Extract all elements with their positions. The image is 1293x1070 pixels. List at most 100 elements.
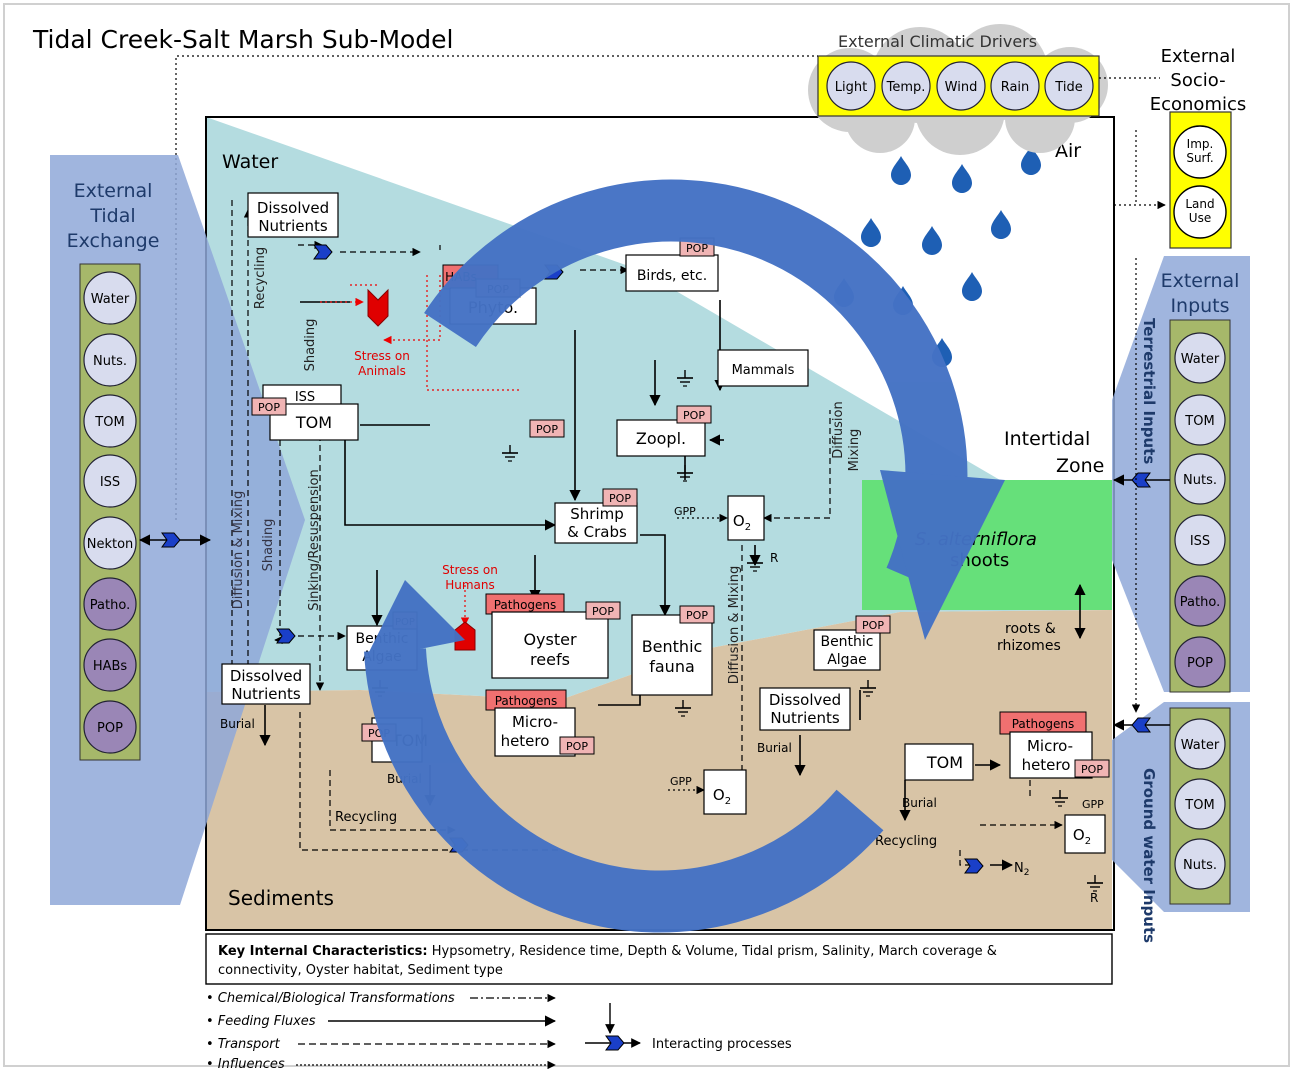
svg-text:Key Internal Characteristics:: Key Internal Characteristics: Hypsometry…	[218, 944, 997, 959]
svg-text:reefs: reefs	[530, 650, 570, 669]
terrestrial-item-patho: Patho.	[1174, 575, 1226, 627]
pop-tag-benthic-right: POP	[855, 615, 891, 634]
diffusion-mixing-label-left: Diffusion & Mixing	[231, 491, 246, 609]
box-mammals: Mammals	[717, 349, 809, 387]
svg-text:Nuts.: Nuts.	[93, 354, 127, 369]
svg-text:HABs: HABs	[93, 659, 128, 674]
box-shrimp-crabs: Shrimp & Crabs	[554, 502, 638, 544]
svg-text:O2: O2	[733, 512, 751, 533]
svg-text:POP: POP	[566, 740, 588, 753]
tidal-item-nuts: Nuts.	[83, 333, 137, 387]
svg-text:POP: POP	[592, 605, 614, 618]
stress-on-animals-label-2: Animals	[358, 364, 406, 378]
svg-text:Pathogens: Pathogens	[1012, 717, 1075, 731]
svg-text:Oyster: Oyster	[523, 630, 577, 649]
svg-text:TOM: TOM	[926, 753, 963, 772]
svg-text:Wind: Wind	[945, 80, 978, 95]
svg-text:Birds, etc.: Birds, etc.	[637, 268, 707, 284]
svg-text:Nekton: Nekton	[87, 537, 134, 552]
stress-on-animals-icon	[367, 288, 389, 327]
svg-text:Land: Land	[1185, 197, 1214, 211]
climatic-driver-light: Light	[826, 61, 876, 111]
svg-text:External: External	[1161, 46, 1236, 67]
svg-text:connectivity, Oyster habitat,: connectivity, Oyster habitat, Sediment t…	[218, 963, 503, 978]
ground-item-nuts: Nuts.	[1174, 838, 1226, 890]
pop-tag-shrimp: POP	[602, 488, 638, 507]
svg-text:Dissolved: Dissolved	[257, 199, 329, 217]
roots-label-1: roots &	[1005, 621, 1056, 637]
svg-text:hetero: hetero	[1022, 756, 1071, 774]
sinking-resuspension-label: Sinking/Resuspension	[307, 469, 322, 610]
mixing-label-right: Mixing	[847, 429, 862, 472]
box-dissolved-nutrients-water: Dissolved Nutrients	[247, 192, 339, 238]
svg-text:POP: POP	[609, 492, 631, 505]
svg-text:& Crabs: & Crabs	[567, 523, 627, 541]
svg-text:Tide: Tide	[1054, 80, 1082, 95]
box-benthic-algae-right: Benthic Algae	[813, 629, 881, 671]
climatic-driver-tide: Tide	[1044, 61, 1094, 111]
pop-tag-mid: POP	[529, 419, 565, 438]
diagram-title: Tidal Creek-Salt Marsh Sub-Model	[32, 25, 454, 54]
pop-tag-tom-water: POP	[251, 397, 287, 416]
burial-label-3: Burial	[757, 741, 792, 755]
pop-tag-oyster: POP	[585, 601, 621, 620]
tidal-item-iss: ISS	[83, 454, 137, 508]
svg-text:Water: Water	[1181, 738, 1220, 753]
svg-text:External: External	[1161, 270, 1240, 292]
svg-text:Nuts.: Nuts.	[1183, 858, 1217, 873]
legend-item-feeding: • Feeding Fluxes	[206, 1014, 316, 1029]
svg-text:Patho.: Patho.	[1180, 595, 1220, 610]
tidal-item-patho: Patho.	[83, 577, 137, 631]
svg-text:Benthic: Benthic	[820, 634, 873, 650]
legend: • Chemical/Biological Transformations • …	[206, 991, 792, 1070]
svg-text:POP: POP	[683, 409, 705, 422]
svg-text:fauna: fauna	[649, 657, 695, 676]
tidal-item-nekton: Nekton	[83, 516, 137, 570]
diffusion-label-right: Diffusion	[831, 401, 846, 458]
climatic-driver-wind: Wind	[936, 61, 986, 111]
climatic-driver-rain: Rain	[990, 61, 1040, 111]
recycling-label-1: Recycling	[335, 810, 397, 825]
terrestrial-item-pop: POP	[1174, 636, 1226, 688]
svg-text:POP: POP	[97, 721, 123, 736]
shading-label-lower: Shading	[261, 519, 276, 572]
stress-on-humans-label-2: Humans	[445, 578, 495, 592]
svg-text:Patho.: Patho.	[90, 598, 130, 613]
box-pathogens-micro-right: Pathogens	[999, 711, 1087, 735]
svg-text:POP: POP	[686, 609, 708, 622]
svg-text:POP: POP	[1081, 763, 1103, 776]
climatic-drivers-header: External Climatic Drivers	[838, 32, 1037, 51]
recycling-label-2: Recycling	[875, 834, 937, 849]
svg-text:Water: Water	[1181, 352, 1220, 367]
tidal-item-tom: TOM	[83, 394, 137, 448]
svg-text:Micro-: Micro-	[1027, 737, 1073, 755]
terrestrial-item-water: Water	[1174, 332, 1226, 384]
zone-label-water: Water	[222, 151, 278, 173]
gpp-label-2: GPP	[670, 775, 692, 788]
stress-on-animals-label-1: Stress on	[354, 349, 410, 363]
n2-label: N2	[1014, 861, 1029, 878]
legend-item-transport: • Transport	[206, 1037, 281, 1052]
box-o2-sediment-right: O2	[1064, 814, 1106, 854]
svg-text:POP: POP	[536, 423, 558, 436]
pop-tag-zoopl: POP	[676, 405, 712, 424]
svg-text:Benthic: Benthic	[642, 637, 703, 656]
ground-item-tom: TOM	[1174, 778, 1226, 830]
svg-text:O2: O2	[1073, 826, 1091, 847]
tidal-item-pop: POP	[83, 700, 137, 754]
svg-text:Water: Water	[91, 292, 130, 307]
svg-text:Pathogens: Pathogens	[494, 598, 557, 612]
svg-text:Imp.: Imp.	[1187, 137, 1214, 151]
zone-label-intertidal: Intertidal	[1004, 428, 1090, 450]
svg-text:ISS: ISS	[100, 475, 120, 490]
svg-text:Terrestrial Inputs: Terrestrial Inputs	[1140, 318, 1158, 464]
svg-text:Mammals: Mammals	[732, 363, 795, 378]
svg-text:Economics: Economics	[1150, 94, 1247, 115]
svg-text:Zoopl.: Zoopl.	[636, 429, 686, 448]
svg-text:POP: POP	[258, 401, 280, 414]
burial-label-1: Burial	[220, 717, 255, 731]
pop-tag-micro-left: POP	[559, 736, 595, 755]
legend-item-chemical: • Chemical/Biological Transformations	[206, 991, 455, 1006]
svg-text:Nuts.: Nuts.	[1183, 473, 1217, 488]
shading-label-upper: Shading	[303, 319, 318, 372]
